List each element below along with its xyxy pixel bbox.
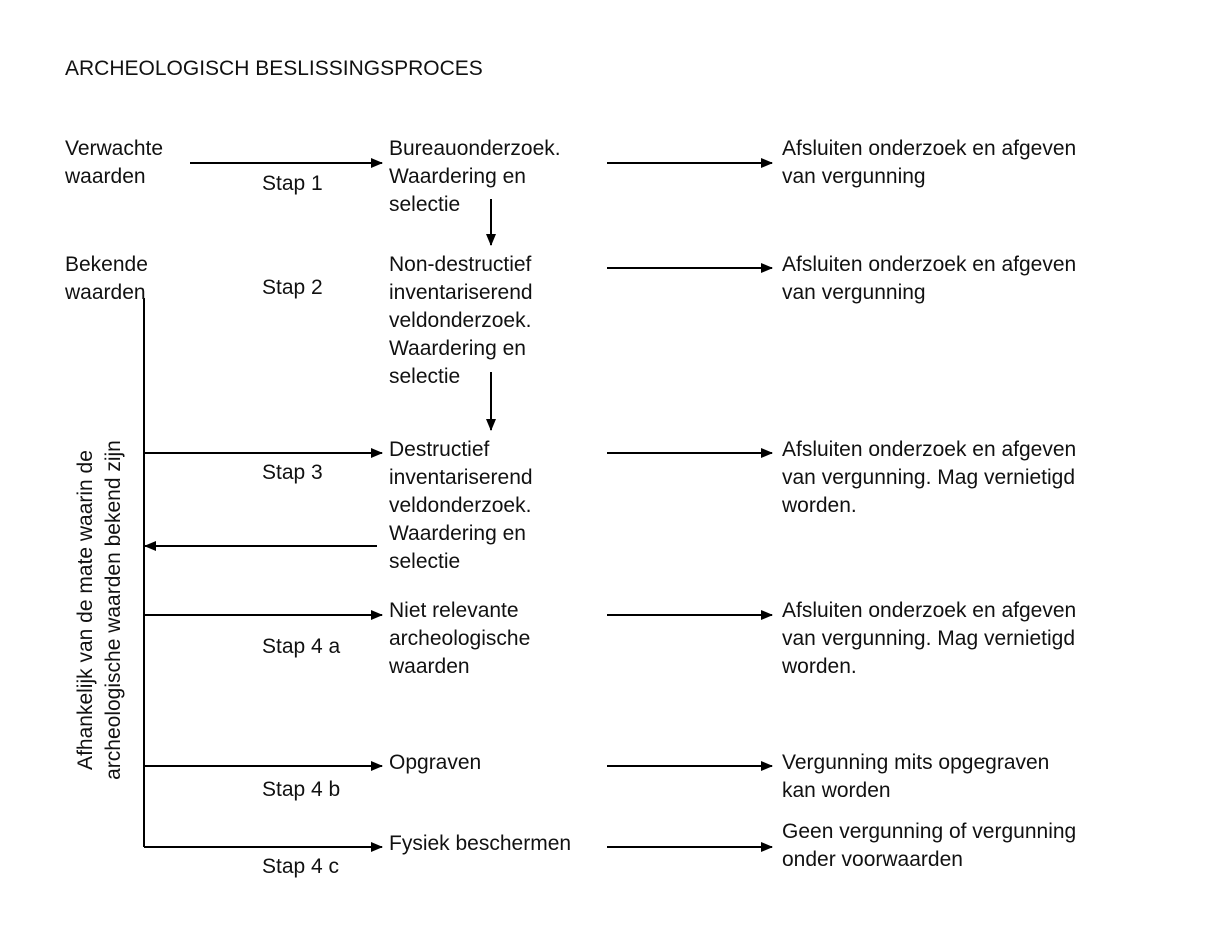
process-step-4c: Fysiek beschermen bbox=[389, 832, 572, 855]
outcome-step-4b: Vergunning mits opgegraven kan worden bbox=[782, 751, 1050, 802]
process-step-2: Non-destructief inventariserend veldonde… bbox=[389, 253, 533, 388]
outcome-step-4a: Afsluiten onderzoek en afgeven van vergu… bbox=[782, 599, 1077, 678]
step-label: Stap 4 a bbox=[262, 635, 341, 658]
step-label: Stap 4 b bbox=[262, 778, 341, 801]
diagram-title: ARCHEOLOGISCH BESLISSINGSPROCES bbox=[65, 57, 483, 80]
input-expected-values: Verwachte waarden bbox=[65, 137, 164, 188]
input-known-values: Bekende waarden bbox=[65, 253, 148, 304]
outcome-step-1: Afsluiten onderzoek en afgeven van vergu… bbox=[782, 137, 1077, 188]
process-step-4a: Niet relevante archeologische waarden bbox=[389, 599, 531, 678]
process-step-4b: Opgraven bbox=[389, 751, 482, 774]
outcome-step-4c: Geen vergunning of vergunning onder voor… bbox=[782, 820, 1077, 871]
outcome-step-3: Afsluiten onderzoek en afgeven van vergu… bbox=[782, 438, 1077, 517]
vertical-axis-label: Afhankelijk van de mate waarin de archeo… bbox=[74, 440, 125, 780]
step-label: Stap 2 bbox=[262, 276, 323, 299]
step-label: Stap 3 bbox=[262, 461, 323, 484]
process-step-1: Bureauonderzoek. Waardering en selectie bbox=[389, 137, 561, 216]
process-step-3: Destructief inventariserend veldonderzoe… bbox=[389, 438, 533, 573]
step-label: Stap 1 bbox=[262, 172, 323, 195]
step-label: Stap 4 c bbox=[262, 855, 340, 878]
outcome-step-2: Afsluiten onderzoek en afgeven van vergu… bbox=[782, 253, 1077, 304]
